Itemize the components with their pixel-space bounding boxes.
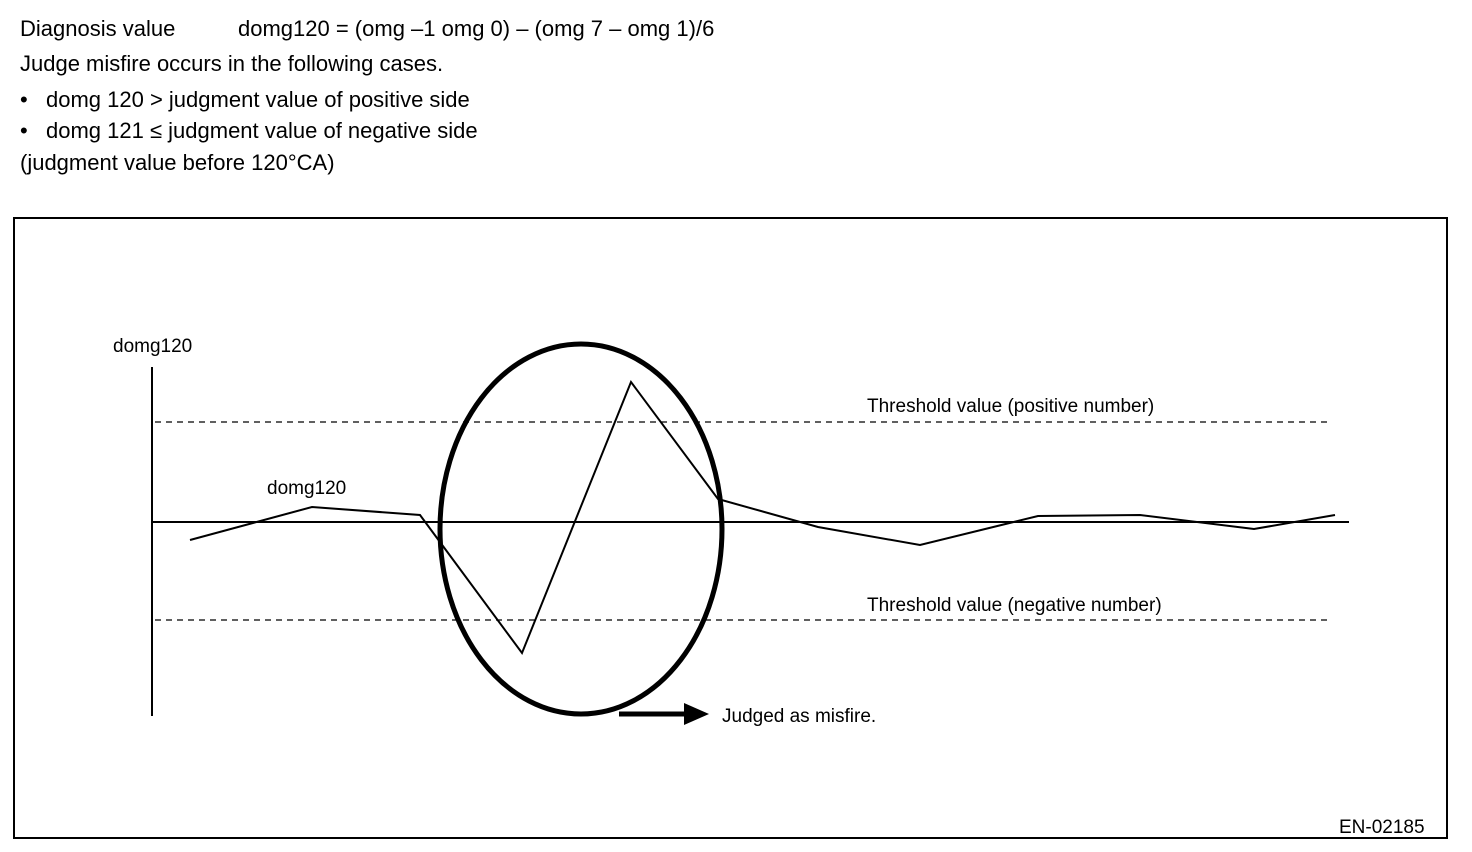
misfire-label: Judged as misfire. — [722, 706, 876, 727]
domg120-signal-line — [189, 379, 1336, 656]
misfire-arrow-head — [684, 703, 709, 725]
curve-label: domg120 — [267, 478, 346, 499]
bullet-symbol: • — [20, 87, 28, 112]
judge-line: Judge misfire occurs in the following ca… — [20, 51, 444, 76]
misfire-highlight-ellipse — [437, 341, 725, 717]
diagnosis-formula: domg120 = (omg –1 omg 0) – (omg 7 – omg … — [238, 16, 715, 41]
figure-id: EN-02185 — [1339, 817, 1425, 838]
threshold-positive-label: Threshold value (positive number) — [867, 396, 1154, 417]
diagnosis-label: Diagnosis value — [20, 16, 176, 41]
bullet-symbol: • — [20, 118, 28, 143]
diagram-frame — [13, 217, 1448, 839]
judgment-note: (judgment value before 120°CA) — [20, 150, 335, 175]
bullet-negative-condition: domg 121 ≤ judgment value of negative si… — [46, 118, 478, 143]
y-axis-label: domg120 — [113, 336, 192, 357]
threshold-negative-label: Threshold value (negative number) — [867, 595, 1162, 616]
bullet-positive-condition: domg 120 > judgment value of positive si… — [46, 87, 470, 112]
